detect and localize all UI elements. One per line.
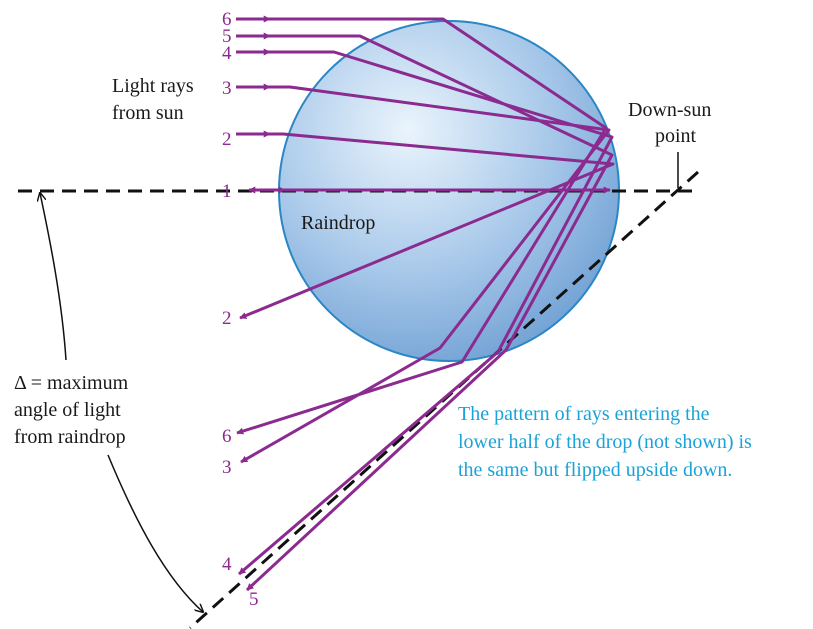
outgoing-ray-number: 3 (222, 457, 232, 478)
outgoing-ray-number: 4 (222, 554, 232, 575)
light-rays (236, 15, 615, 592)
flipped-pattern-note: the same but flipped upside down. (458, 459, 732, 481)
outgoing-ray-number: 6 (222, 426, 232, 447)
delta-label: angle of light (14, 399, 121, 421)
light-rays-label: Light rays (112, 75, 194, 97)
ray-4 (236, 50, 614, 576)
angle-arc-upper (40, 193, 67, 361)
ray-3 (236, 85, 611, 464)
incoming-ray-number: 3 (222, 78, 232, 99)
delta-label: from raindrop (14, 426, 126, 448)
flipped-pattern-note: The pattern of rays entering the (458, 403, 710, 425)
incoming-ray-number: 2 (222, 129, 232, 150)
incoming-ray-number: 6 (222, 9, 232, 30)
ray-6 (236, 17, 608, 435)
incoming-ray-number: 1 (222, 181, 232, 202)
outgoing-ray-number: 5 (249, 589, 259, 610)
ray-5 (236, 34, 614, 592)
incoming-ray-number: 4 (222, 43, 232, 64)
angle-arc-lower (107, 454, 203, 612)
raindrop-label: Raindrop (301, 212, 375, 234)
down-sun-label: point (655, 125, 697, 147)
outgoing-ray-number: 2 (222, 308, 232, 329)
delta-label: Δ = maximum (14, 372, 129, 394)
down-sun-label: Down-sun (628, 99, 711, 121)
incoming-ray-number: 5 (222, 26, 232, 47)
light-rays-label: from sun (112, 102, 184, 124)
flipped-pattern-note: lower half of the drop (not shown) is (458, 431, 752, 453)
